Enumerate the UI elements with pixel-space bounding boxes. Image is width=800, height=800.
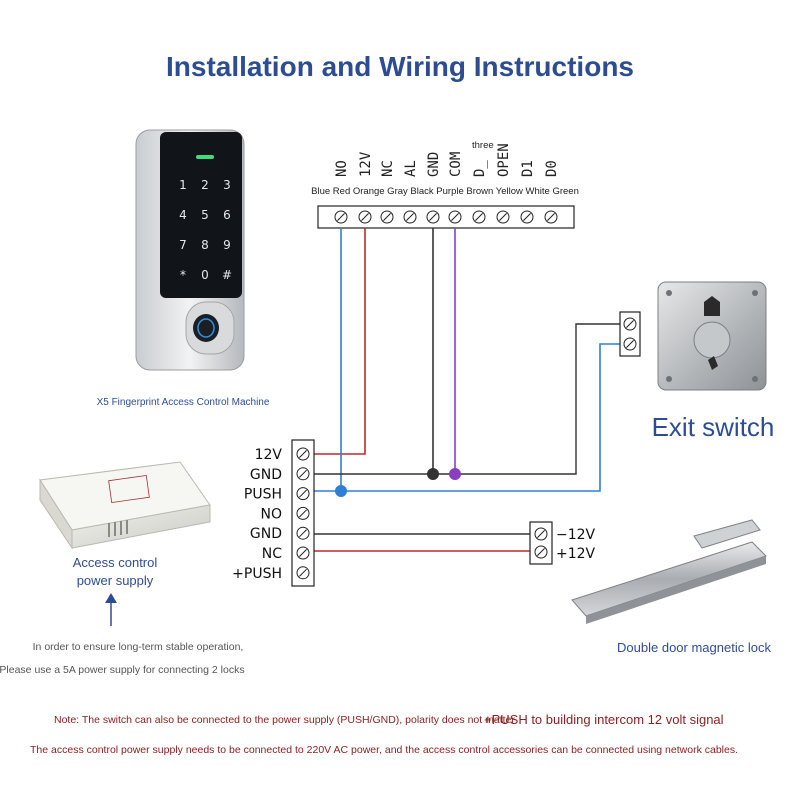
keypad-key: 2 bbox=[201, 178, 209, 192]
magnetic-lock: −12V +12V Double door magnetic lock bbox=[529, 519, 771, 655]
keypad-key: 9 bbox=[223, 238, 231, 252]
push-note: +PUSH to building intercom 12 volt signa… bbox=[484, 712, 724, 727]
terminal-label: D1 bbox=[520, 160, 536, 177]
terminal-label: GND bbox=[426, 152, 442, 177]
keypad-key: 0 bbox=[201, 268, 209, 282]
three-label: three bbox=[472, 140, 494, 151]
psu-terminal-label: PUSH bbox=[244, 487, 282, 503]
wire-colors-label: Blue Red Orange Gray Black Purple Brown … bbox=[311, 186, 579, 197]
page-title: Installation and Wiring Instructions bbox=[166, 51, 634, 82]
exit-switch: Exit switch bbox=[619, 281, 775, 442]
terminal-label: OPEN bbox=[496, 143, 512, 177]
psu-terminal-label: +PUSH bbox=[232, 566, 282, 582]
wires bbox=[314, 228, 622, 552]
door-icon bbox=[704, 296, 720, 316]
terminal-screw-icon bbox=[296, 506, 310, 520]
keypad-key: 4 bbox=[179, 208, 187, 222]
keypad-key: 7 bbox=[179, 238, 187, 252]
terminal-screw-icon bbox=[544, 210, 558, 224]
keypad-key: 5 bbox=[201, 208, 209, 222]
lock-terminal-minus: −12V bbox=[556, 527, 596, 543]
terminal-screw-icon bbox=[623, 317, 637, 331]
terminal-screw-icon bbox=[534, 527, 548, 541]
psu-terminal-label: GND bbox=[250, 526, 282, 542]
terminal-screw-icon bbox=[334, 210, 348, 224]
keypad-key: # bbox=[222, 268, 232, 282]
psu-caption-line2: power supply bbox=[77, 573, 154, 588]
terminal-screw-icon bbox=[358, 210, 372, 224]
power-supply: Access control power supply In order to … bbox=[0, 461, 245, 676]
terminal-screw-icon bbox=[380, 210, 394, 224]
terminal-screw-icon bbox=[520, 210, 534, 224]
exit-switch-label: Exit switch bbox=[652, 412, 775, 442]
keypad-key: 1 bbox=[179, 178, 187, 192]
terminal-screw-icon bbox=[426, 210, 440, 224]
terminal-screw-icon bbox=[623, 337, 637, 351]
psu-terminal-label: GND bbox=[250, 467, 282, 483]
terminal-label: D0 bbox=[544, 160, 560, 177]
terminal-label: NO bbox=[334, 160, 350, 177]
psu-terminal-block: 12V GND PUSH NO GND NC +PUSH bbox=[232, 439, 315, 587]
keypad-key: 6 bbox=[223, 208, 231, 222]
lock-caption: Double door magnetic lock bbox=[617, 640, 771, 655]
terminal-label: NC bbox=[380, 160, 396, 177]
psu-terminal-label: NC bbox=[262, 546, 282, 562]
junction-dot bbox=[335, 485, 347, 497]
keypad-key: 3 bbox=[223, 178, 231, 192]
terminal-screw-icon bbox=[534, 545, 548, 559]
hand-icon bbox=[708, 356, 718, 370]
terminal-label: AL bbox=[403, 160, 419, 177]
terminal-screw-icon bbox=[296, 447, 310, 461]
terminal-screw-icon bbox=[296, 526, 310, 540]
terminal-screw-icon bbox=[472, 210, 486, 224]
terminal-screw-icon bbox=[296, 487, 310, 501]
terminal-label: D_ bbox=[472, 160, 488, 177]
terminal-screw-icon bbox=[403, 210, 417, 224]
terminal-screw-icon bbox=[448, 210, 462, 224]
keypad-key: * bbox=[180, 268, 186, 282]
switch-note: Note: The switch can also be connected t… bbox=[54, 714, 515, 726]
psu-note-line1: In order to ensure long-term stable oper… bbox=[33, 641, 244, 653]
terminal-label: 12V bbox=[358, 151, 374, 177]
junction-dot bbox=[449, 468, 461, 480]
status-led-icon bbox=[196, 155, 214, 159]
psu-terminal-label: NO bbox=[261, 506, 283, 522]
power-note: The access control power supply needs to… bbox=[30, 744, 738, 756]
psu-caption-line1: Access control bbox=[73, 555, 158, 570]
terminal-screw-icon bbox=[496, 210, 510, 224]
junction-dot bbox=[427, 468, 439, 480]
keypad-key: 8 bbox=[201, 238, 209, 252]
terminal-screw-icon bbox=[296, 546, 310, 560]
arrow-up-icon bbox=[105, 593, 117, 603]
psu-note-line2: Please use a 5A power supply for connect… bbox=[0, 664, 245, 676]
psu-terminal-label: 12V bbox=[255, 447, 283, 463]
reader-terminal-block: NO 12V NC AL GND COM D_ OPEN D1 D0 three Blue Red… bbox=[311, 140, 579, 229]
terminal-screw-icon bbox=[296, 566, 310, 580]
lock-terminal-plus: +12V bbox=[556, 546, 596, 562]
terminal-screw-icon bbox=[296, 467, 310, 481]
reader-caption: X5 Fingerprint Access Control Machine bbox=[97, 397, 270, 408]
fingerprint-sensor-icon bbox=[193, 314, 219, 342]
terminal-label: COM bbox=[448, 152, 464, 177]
